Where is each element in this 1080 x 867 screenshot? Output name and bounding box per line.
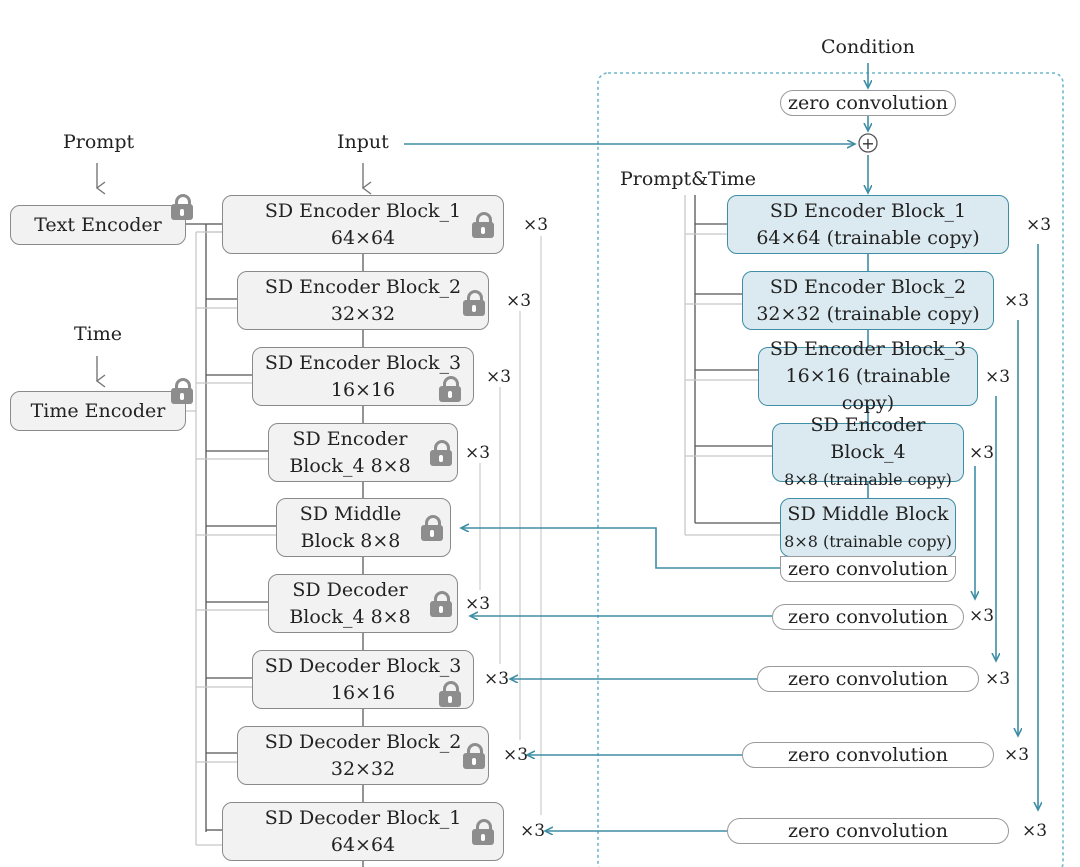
block-title: SD Encoder Block_1 <box>769 199 967 222</box>
sd-middle-block: SD Middle Block 8×8 <box>276 498 451 557</box>
block-resolution: 16×16 <box>330 378 396 401</box>
blue-flow <box>404 63 1038 831</box>
block-title: SD Middle <box>299 502 402 525</box>
sd-decoder-block-2: SD Decoder Block_2 32×32 <box>237 726 489 785</box>
multiplier: ×3 <box>465 443 491 463</box>
multiplier: ×3 <box>486 367 512 387</box>
zero-convolution-label: zero convolution <box>787 92 948 114</box>
prompt-time-label: Prompt&Time <box>620 168 757 190</box>
multiplier: ×3 <box>520 821 546 841</box>
multiplier: ×3 <box>523 215 549 235</box>
multiplier: ×3 <box>1004 291 1030 311</box>
zero-convolution-label: zero convolution <box>787 744 948 766</box>
lock-icon <box>171 194 193 220</box>
sd-encoder-block-1: SD Encoder Block_1 64×64 <box>222 195 504 254</box>
copy-middle-block: SD Middle Block 8×8 (trainable copy) <box>780 498 956 557</box>
zero-convolution-label: zero convolution <box>787 820 948 842</box>
sd-encoder-block-4: SD Encoder Block_4 8×8 <box>268 423 458 482</box>
condition-bus-left <box>186 223 276 832</box>
zero-convolution-middle: zero convolution <box>780 556 956 582</box>
sd-encoder-block-2: SD Encoder Block_2 32×32 <box>237 271 489 330</box>
block-title: SD Decoder Block_1 <box>264 806 462 829</box>
copy-encoder-block-2: SD Encoder Block_2 32×32 (trainable copy… <box>742 271 994 330</box>
zero-convolution-output-1: zero convolution <box>727 818 1009 844</box>
time-bus-left <box>186 231 276 846</box>
zero-convolution-output-3: zero convolution <box>757 666 979 692</box>
block-resolution: 16×16 (trainable copy) <box>785 365 951 414</box>
multiplier: ×3 <box>985 669 1011 689</box>
add-symbol: + <box>861 134 874 153</box>
prompt-label: Prompt <box>63 131 135 153</box>
block-title: SD Encoder Block_1 <box>264 199 462 222</box>
sd-decoder-block-3: SD Decoder Block_3 16×16 <box>252 650 474 709</box>
block-title: SD Encoder Block_2 <box>769 275 967 298</box>
block-title: SD Encoder <box>292 427 408 450</box>
lock-icon <box>171 378 193 404</box>
block-resolution: Block_4 8×8 <box>289 605 411 628</box>
block-resolution: 64×64 (trainable copy) <box>756 226 980 249</box>
zero-convolution-output-2: zero convolution <box>742 742 994 768</box>
block-title: SD Decoder <box>292 578 408 601</box>
multiplier: ×3 <box>1022 821 1048 841</box>
lock-icon <box>430 591 452 617</box>
zero-convolution-label: zero convolution <box>787 558 948 580</box>
block-resolution: 32×32 <box>330 757 396 780</box>
multiplier: ×3 <box>969 443 995 463</box>
trainable-region-border <box>597 72 1064 867</box>
block-title: SD Decoder Block_2 <box>264 730 462 753</box>
block-resolution: 64×64 <box>330 833 396 856</box>
skip-connections <box>479 236 542 815</box>
lock-icon <box>463 290 485 316</box>
block-resolution: Block_4 8×8 <box>289 454 411 477</box>
input-label: Input <box>337 131 389 153</box>
block-resolution: 16×16 <box>330 681 396 704</box>
lock-icon <box>439 681 461 707</box>
lock-icon <box>430 440 452 466</box>
block-title: SD Decoder Block_3 <box>264 654 462 677</box>
multiplier: ×3 <box>1004 745 1030 765</box>
lock-icon <box>439 376 461 402</box>
multiplier: ×3 <box>484 669 510 689</box>
lock-icon <box>421 515 443 541</box>
multiplier: ×3 <box>506 291 532 311</box>
block-title: SD Encoder Block_4 <box>810 414 926 463</box>
sd-decoder-block-4: SD Decoder Block_4 8×8 <box>268 574 458 633</box>
sd-decoder-block-1: SD Decoder Block_1 64×64 <box>222 802 504 861</box>
multiplier: ×3 <box>969 606 995 626</box>
multiplier: ×3 <box>465 594 491 614</box>
copy-encoder-block-3: SD Encoder Block_3 16×16 (trainable copy… <box>758 338 978 414</box>
block-title: SD Encoder Block_3 <box>264 351 462 374</box>
zero-convolution-label: zero convolution <box>787 606 948 628</box>
text-encoder: Text Encoder <box>10 205 186 245</box>
block-resolution: 8×8 (trainable copy) <box>784 470 952 489</box>
copy-encoder-block-4: SD Encoder Block_4 8×8 (trainable copy) <box>772 414 964 489</box>
time-encoder: Time Encoder <box>10 391 186 431</box>
time-encoder-label: Time Encoder <box>30 399 166 422</box>
multiplier: ×3 <box>985 367 1011 387</box>
condition-label: Condition <box>821 36 915 58</box>
add-junction <box>858 133 878 153</box>
time-label: Time <box>74 323 123 345</box>
block-title: SD Encoder Block_3 <box>769 338 967 360</box>
block-resolution: 32×32 <box>330 302 396 325</box>
multiplier: ×3 <box>503 745 529 765</box>
lock-icon <box>472 819 494 845</box>
block-resolution: 8×8 (trainable copy) <box>784 531 952 551</box>
multiplier: ×3 <box>1026 215 1052 235</box>
block-resolution: Block 8×8 <box>300 529 401 552</box>
sd-encoder-block-3: SD Encoder Block_3 16×16 <box>252 347 474 406</box>
condition-bus-right <box>684 195 780 536</box>
zero-convolution-condition: zero convolution <box>780 90 956 116</box>
block-resolution: 32×32 (trainable copy) <box>756 302 980 325</box>
block-title: SD Encoder Block_2 <box>264 275 462 298</box>
zero-convolution-label: zero convolution <box>787 668 948 690</box>
copy-encoder-block-1: SD Encoder Block_1 64×64 (trainable copy… <box>727 195 1009 254</box>
block-title: SD Middle Block <box>787 502 949 525</box>
zero-convolution-output-4: zero convolution <box>772 604 964 630</box>
lock-icon <box>472 212 494 238</box>
block-resolution: 64×64 <box>330 226 396 249</box>
text-encoder-label: Text Encoder <box>34 213 162 236</box>
lock-icon <box>463 743 485 769</box>
